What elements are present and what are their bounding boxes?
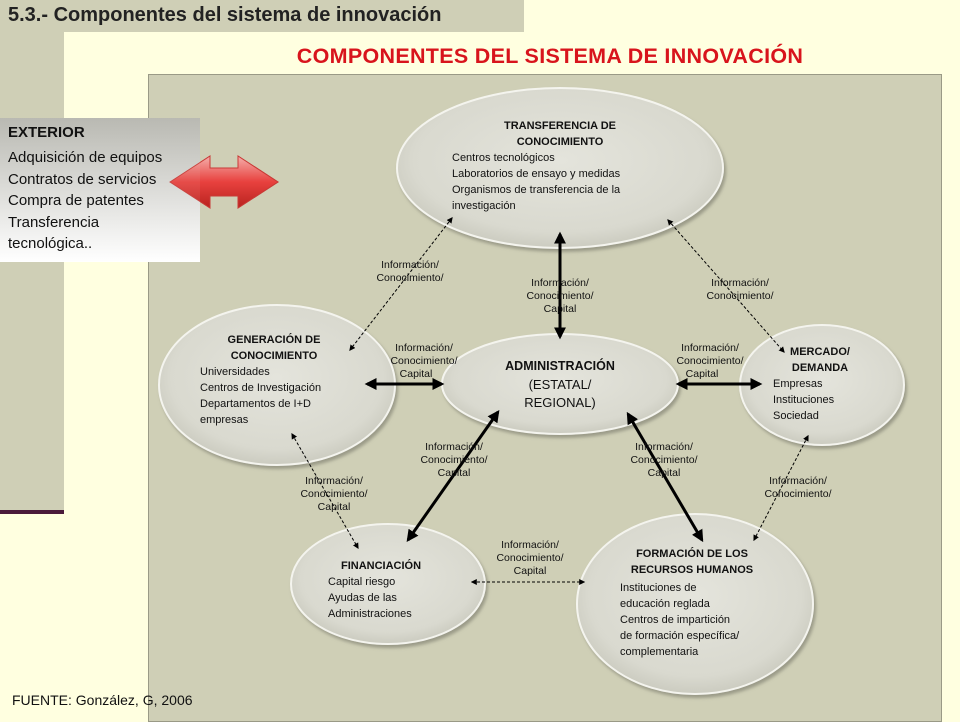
flow-label-line: Información/ [381,259,439,271]
flow-label-line: Información/ [769,475,827,487]
exterior-title: EXTERIOR [8,124,85,141]
flow-label-line: Información/ [425,441,483,453]
transferencia-item: Laboratorios de ensayo y medidas [452,168,621,180]
flow-label-line: Conocimiento/ [676,355,743,367]
flow-label-line: Capital [686,368,719,380]
formacion-item: de formación específica/ [620,630,740,642]
flow-label-admin-mercado: Información/ Conocimiento/ Capital [676,342,743,380]
flow-label-line: Conocimiento/ [630,454,697,466]
exterior-item: Compra de patentes [8,192,144,209]
financiacion-title: FINANCIACIÓN [341,559,421,572]
financiacion-item: Ayudas de las [328,592,397,604]
flow-label-line: Capital [438,467,471,479]
formacion-item: complementaria [620,646,699,658]
financiacion-item: Administraciones [328,608,412,620]
administracion-item: (ESTATAL/ [529,377,592,392]
flow-label-admin-transferencia: Información/ Conocimiento/ Capital [526,277,593,315]
exterior-box [0,118,200,262]
flow-label-line: Conocimiento/ [376,272,443,284]
generacion-item: Universidades [200,366,270,378]
flow-label-line: Conocimiento/ [764,488,831,500]
left-panel [0,32,64,510]
flow-label-line: Capital [544,303,577,315]
dashed-arrow-transferencia-generacion [349,217,453,351]
transferencia-item: Centros tecnológicos [452,152,555,164]
exterior-item: tecnológica.. [8,235,93,252]
flow-label-admin-financiacion: Información/ Conocimiento/ Capital [420,441,487,479]
formacion-item: Centros de impartición [620,614,730,626]
arrow-admin-formacion [626,411,704,543]
flow-label-line: Información/ [501,539,559,551]
mercado-item: Empresas [773,378,823,390]
generacion-item: Departamentos de I+D [200,398,311,410]
mercado-item: Sociedad [773,410,819,422]
exterior-item: Transferencia [8,213,100,231]
main-title: COMPONENTES DEL SISTEMA DE INNOVACIÓN [296,44,804,68]
left-accent-bar [0,510,64,514]
formacion-item: educación reglada [620,598,711,610]
transferencia-title-2: CONOCIMIENTO [517,136,604,148]
flow-label-line: Información/ [395,342,453,354]
flow-label-mercado-formacion: Información/ Conocimiento/ [764,475,831,500]
transferencia-item: investigación [452,200,516,212]
transferencia-title-1: TRANSFERENCIA DE [504,120,616,132]
flow-label-line: Conocimiento/ [390,355,457,367]
flow-label-line: Información/ [681,342,739,354]
flow-label-line: Capital [648,467,681,479]
flow-label-line: Capital [514,565,547,577]
administracion-title: ADMINISTRACIÓN [505,358,615,373]
dashed-arrow-mercado-formacion [753,434,809,542]
flow-label-line: Conocimiento/ [420,454,487,466]
flow-label-line: Conocimiento/ [496,552,563,564]
mercado-item: Instituciones [773,394,835,406]
administracion-item: REGIONAL) [524,395,596,410]
generacion-item: Centros de Investigación [200,382,321,394]
flow-label-line: Información/ [635,441,693,453]
mercado-title-2: DEMANDA [792,362,848,374]
header-band [0,0,524,32]
flow-label-line: Información/ [711,277,769,289]
flow-label-line: Conocimiento/ [526,290,593,302]
section-title: 5.3.- Componentes del sistema de innovac… [8,4,442,26]
flow-label-line: Capital [318,501,351,513]
exterior-item: Adquisición de equipos [8,149,163,166]
flow-label-financiacion-formacion: Información/ Conocimiento/ Capital [496,539,563,577]
flow-label-admin-formacion: Información/ Conocimiento/ Capital [630,441,697,479]
exterior-list: Adquisición de equipos Contratos de serv… [8,147,162,255]
formacion-title-1: FORMACIÓN DE LOS [636,547,748,560]
flow-label-transferencia-generacion: Información/ Conocimiento/ [376,259,443,284]
flow-label-line: Capital [400,368,433,380]
dashed-arrow-generacion-financiacion [291,432,359,550]
dashed-arrow-transferencia-mercado [667,219,785,353]
flow-label-transferencia-mercado: Información/ Conocimiento/ [706,277,773,302]
source-caption: FUENTE: González, G, 2006 [12,692,193,708]
generacion-title-1: GENERACIÓN DE [228,333,321,346]
financiacion-item: Capital riesgo [328,576,395,588]
flow-label-line: Conocimiento/ [300,488,367,500]
formacion-item: Instituciones de [620,582,696,594]
flow-label-admin-generacion: Información/ Conocimiento/ Capital [390,342,457,380]
formacion-title-2: RECURSOS HUMANOS [631,564,753,576]
generacion-title-2: CONOCIMIENTO [231,350,318,362]
arrow-admin-financiacion [406,410,500,542]
transferencia-item: Organismos de transferencia de la [452,184,621,196]
flow-label-line: Información/ [531,277,589,289]
flow-label-line: Conocimiento/ [706,290,773,302]
flow-label-generacion-financiacion: Información/ Conocimiento/ Capital [300,475,367,513]
flow-label-line: Información/ [305,475,363,487]
mercado-title-1: MERCADO/ [790,346,850,358]
exterior-item: Contratos de servicios [8,170,157,188]
generacion-item: empresas [200,414,249,426]
